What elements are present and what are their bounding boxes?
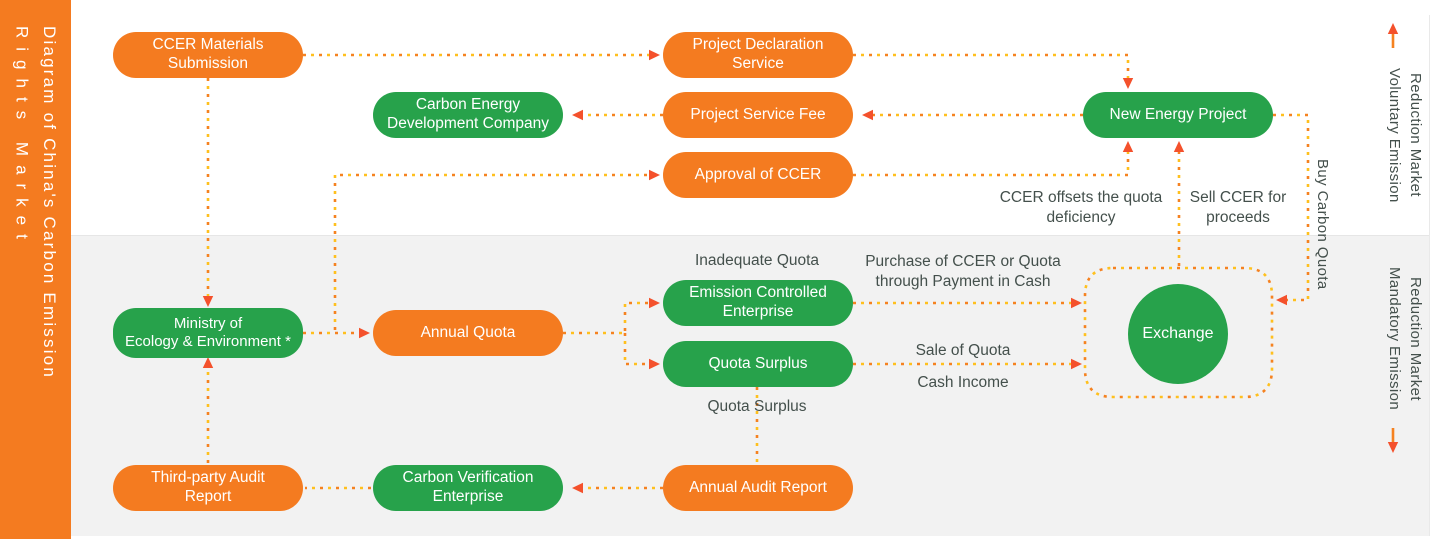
annual-quota-to-quota-surplus (623, 333, 649, 366)
approval-to-new-energy-project-alt (853, 152, 1130, 177)
label-sale-of-quota: Sale of Quota (915, 342, 1011, 359)
service-fee-to-development-company-arrowhead (572, 109, 583, 121)
declaration-to-new-energy-project-arrowhead (1122, 78, 1134, 89)
node-ministry-of-ecology-environment: Ministry of Ecology & Environment * (113, 308, 303, 358)
exchange-boundary (1083, 266, 1274, 399)
new-energy-project-to-exchange-buy-arrowhead (1276, 294, 1287, 306)
annual-quota-to-emission-enterprise-arrowhead (649, 297, 660, 309)
annual-quota-to-emission-enterprise-alt (563, 301, 649, 335)
node-project-declaration-service: Project Declaration Service (663, 32, 853, 78)
annual-quota-to-quota-surplus-arrowhead (649, 358, 660, 370)
node-project-service-fee: Project Service Fee (663, 92, 853, 138)
quota-surplus-to-exchange-arrowhead (1071, 358, 1082, 370)
ministry-to-annual-quota-arrowhead (359, 327, 370, 339)
exchange-to-new-energy-project-sell-arrowhead (1173, 141, 1185, 152)
diagram-title: Diagram of China's Carbon Emission Rights… (8, 0, 63, 539)
audit-report-to-ministry-arrowhead (202, 357, 214, 368)
voluntary-up-arrow-arrowhead (1387, 23, 1399, 34)
node-annual-audit-report: Annual Audit Report (663, 465, 853, 511)
exchange-boundary-alt (1083, 266, 1274, 399)
declaration-to-new-energy-project (853, 53, 1130, 78)
label-inadequate-quota: Inadequate Quota (694, 252, 820, 269)
label-sell-ccer-for-proceeds: Sell CCER for proceeds (1189, 189, 1287, 227)
node-carbon-energy-development-company: Carbon Energy Development Company (373, 92, 563, 138)
new-energy-project-to-service-fee-arrowhead (862, 109, 873, 121)
mandatory-down-arrow-arrowhead (1387, 442, 1399, 453)
label-ccer-offsets-deficiency: CCER offsets the quota deficiency (999, 189, 1163, 227)
node-approval-of-ccer: Approval of CCER (663, 152, 853, 198)
node-emission-controlled-enterprise: Emission Controlled Enterprise (663, 280, 853, 326)
diagram-title-bar: Diagram of China's Carbon Emission Rights… (0, 0, 71, 539)
node-annual-quota: Annual Quota (373, 310, 563, 356)
emission-enterprise-to-exchange-arrowhead (1071, 297, 1082, 309)
annual-audit-to-verification-arrowhead (572, 482, 583, 494)
label-purchase-of-ccer: Purchase of CCER or Quota through Paymen… (865, 253, 1061, 291)
declaration-to-new-energy-project-alt (853, 53, 1130, 78)
ministry-to-approval-arrowhead (649, 169, 660, 181)
annual-quota-to-quota-surplus-alt (623, 333, 649, 366)
node-new-energy-project: New Energy Project (1083, 92, 1273, 138)
node-carbon-verification-enterprise: Carbon Verification Enterprise (373, 465, 563, 511)
label-voluntary-market: Voluntary Emission Reduction Market (1386, 67, 1424, 203)
ccer-submission-to-declaration-arrowhead (649, 49, 660, 61)
node-exchange: Exchange (1128, 284, 1228, 384)
approval-to-new-energy-project (853, 152, 1130, 177)
ccer-submission-to-ministry-arrowhead (202, 296, 214, 307)
annual-quota-to-emission-enterprise (563, 301, 649, 335)
node-quota-surplus: Quota Surplus (663, 341, 853, 387)
label-mandatory-market: Mandatory Emission Reduction Market (1386, 267, 1424, 411)
diagram-title-line2: Rights Market (12, 26, 32, 248)
node-third-party-audit-report: Third-party Audit Report (113, 465, 303, 511)
diagram-title-line1: Diagram of China's Carbon Emission (40, 26, 60, 379)
ministry-to-approval-alt (333, 173, 649, 330)
label-buy-carbon-quota: Buy Carbon Quota (1314, 158, 1331, 290)
label-cash-income: Cash Income (917, 374, 1009, 391)
new-energy-project-to-exchange-buy (1273, 113, 1310, 302)
approval-to-new-energy-project-arrowhead (1122, 141, 1134, 152)
node-ccer-materials-submission: CCER Materials Submission (113, 32, 303, 78)
label-quota-surplus: Quota Surplus (707, 398, 807, 415)
ministry-to-approval (333, 173, 649, 330)
